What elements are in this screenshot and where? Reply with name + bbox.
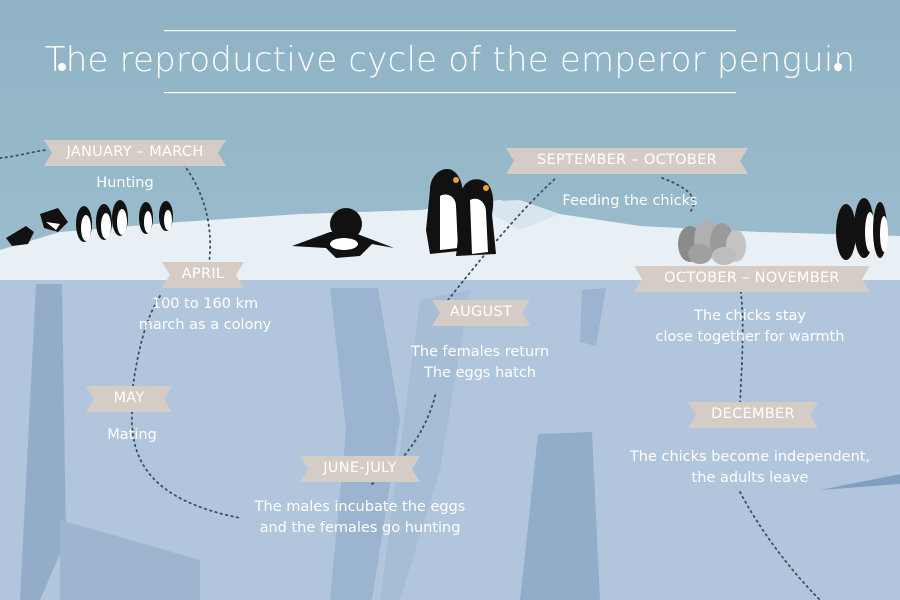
penguin-group-icon [6, 200, 173, 246]
ribbon-september-october [506, 148, 748, 174]
chick-huddle-icon [678, 220, 746, 265]
departing-penguins-icon [836, 198, 888, 260]
ribbon-april [162, 262, 244, 288]
cycle-path [0, 149, 821, 600]
title-dot-left [58, 63, 66, 71]
period-label-may: MAY [113, 390, 145, 406]
stage-description-august: The females return The eggs hatch [410, 344, 550, 381]
ribbon-january-march [44, 140, 226, 166]
stage-description-june-july: The males incubate the eggs and the fema… [254, 499, 466, 536]
stage-description-december: The chicks become independent, the adult… [629, 449, 871, 486]
title-dot-right [834, 63, 842, 71]
stage-description-april: 100 to 160 km march as a colony [138, 296, 272, 333]
sliding-penguin-icon [292, 208, 394, 258]
period-label-june-july: JUNE-JULY [323, 460, 397, 476]
ribbon-august [432, 300, 530, 326]
ribbon-may [86, 386, 172, 412]
period-label-september-october: SEPTEMBER – OCTOBER [537, 152, 717, 168]
penguin-couple-icon [426, 169, 496, 256]
period-label-august: AUGUST [449, 304, 513, 320]
period-label-january-march: JANUARY – MARCH [66, 144, 204, 160]
ribbon-june-july [300, 456, 420, 482]
ribbon-october-november [634, 266, 870, 292]
stage-description-october-november: The chicks stay close together for warmt… [655, 308, 845, 345]
page-title: The reproductive cycle of the emperor pe… [44, 40, 856, 80]
period-ribbons [44, 140, 870, 482]
stage-description-may: Mating [107, 427, 157, 443]
period-label-december: DECEMBER [711, 406, 795, 422]
period-label-october-november: OCTOBER – NOVEMBER [664, 270, 840, 286]
period-label-april: APRIL [181, 266, 225, 282]
stage-description-september-october: Feeding the chicks [562, 193, 698, 209]
ribbon-december [688, 402, 818, 428]
stage-description-january-march: Hunting [96, 175, 154, 191]
